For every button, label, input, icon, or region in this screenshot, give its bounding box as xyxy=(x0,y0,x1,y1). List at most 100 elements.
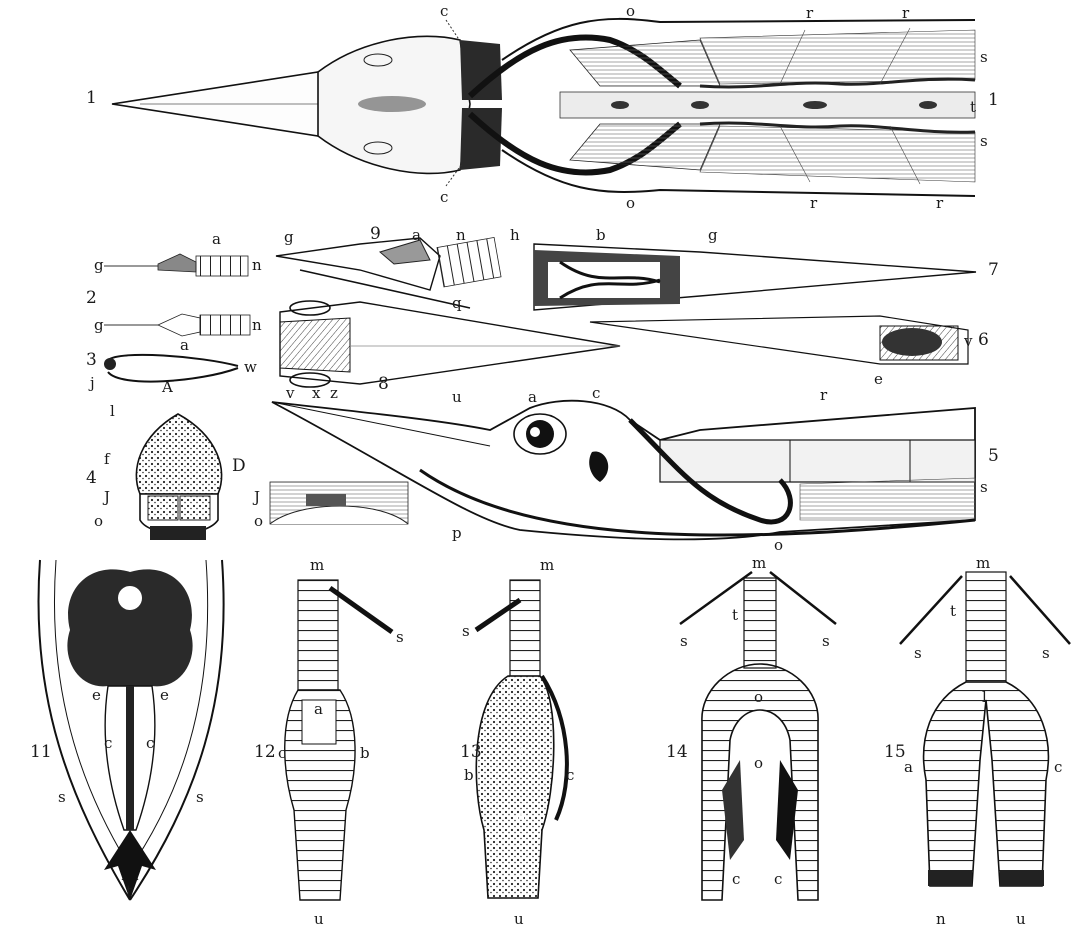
fig8-label-z: z xyxy=(330,386,338,401)
fig15-label-s-left: s xyxy=(914,646,922,661)
figure-11-number: 11 xyxy=(30,744,52,761)
fig7-label-b: b xyxy=(596,228,606,243)
fig8-label-x: x xyxy=(312,386,320,401)
fig2a-label-g: g xyxy=(94,318,104,333)
fig11-label-c-left: c xyxy=(104,736,112,751)
fig15-label-c: c xyxy=(1054,760,1062,775)
fig1-label-c-bottom: c xyxy=(440,190,448,205)
fig13-label-o-2: o xyxy=(516,810,525,825)
figure-4-cross-section xyxy=(136,414,221,540)
figure-6-tongue-barbed xyxy=(590,316,968,364)
figure-8-number: 8 xyxy=(378,376,389,393)
fig1-label-s-top: s xyxy=(980,50,988,65)
fig14-label-o-1: o xyxy=(754,690,763,705)
fig4-label-J-right: J xyxy=(254,490,260,505)
figure-d-detail xyxy=(270,482,408,524)
fig4-label-J-left: J xyxy=(104,490,110,505)
fig11-label-e-left: e xyxy=(92,688,101,703)
fig4-label-o-left: o xyxy=(94,514,103,529)
figure-15-larynx-bronchi xyxy=(900,572,1070,886)
figure-7-number: 7 xyxy=(988,262,999,279)
figure-9-tongue-lateral xyxy=(276,237,501,308)
fig15-label-s-right: s xyxy=(1042,646,1050,661)
figure-1-number-right: 1 xyxy=(988,92,999,109)
fig2-label-g: g xyxy=(94,258,104,273)
fig13-label-c: c xyxy=(566,768,574,783)
figure-5-number: 5 xyxy=(988,448,999,465)
fig4-label-f: f xyxy=(104,452,110,467)
figure-11-tongue-ventral xyxy=(38,560,223,900)
fig2-label-a: a xyxy=(212,232,221,247)
fig5-label-s: s xyxy=(980,480,988,495)
fig15-label-m: m xyxy=(976,556,990,571)
fig5-label-p: p xyxy=(452,526,462,541)
fig9-label-a: a xyxy=(412,228,421,243)
fig9-label-g: g xyxy=(284,230,294,245)
fig14-label-m: m xyxy=(752,556,766,571)
fig12-label-c: c xyxy=(278,746,286,761)
figure-12-larynx xyxy=(285,580,392,900)
figure-1-number: 1 xyxy=(86,90,97,107)
fig12-label-m: m xyxy=(310,558,324,573)
fig2a-label-a: a xyxy=(180,338,189,353)
fig8-label-v: v xyxy=(286,386,294,401)
fig14-label-s-right: s xyxy=(822,634,830,649)
figure-14-number: 14 xyxy=(666,744,688,761)
fig4-label-l: l xyxy=(110,404,115,419)
fig14-label-t: t xyxy=(732,608,738,623)
figure-2a-tongue-small xyxy=(104,314,250,336)
fig9-label-n: n xyxy=(456,228,466,243)
fig2-label-n: n xyxy=(252,258,262,273)
fig13-label-s: s xyxy=(462,624,470,639)
fig14-label-c-left: c xyxy=(732,872,740,887)
fig1-label-s-bottom: s xyxy=(980,134,988,149)
fig14-label-s-left: s xyxy=(680,634,688,649)
figure-3-number: 3 xyxy=(86,352,97,369)
fig1-label-r-1: r xyxy=(806,6,813,21)
fig1-label-r-3: r xyxy=(810,196,817,211)
figure-7-tongue-tip xyxy=(534,244,976,310)
fig5-label-c: c xyxy=(592,386,600,401)
fig1-label-o-bottom: o xyxy=(626,196,635,211)
fig11-label-s-left: s xyxy=(58,790,66,805)
figure-1-head-dorsal xyxy=(112,19,975,196)
figure-13-larynx-side xyxy=(476,580,567,898)
fig2a-label-n: n xyxy=(252,318,262,333)
fig15-label-u: u xyxy=(1016,912,1026,927)
fig13-label-m: m xyxy=(540,558,554,573)
fig13-label-u: u xyxy=(514,912,524,927)
fig5-label-a: a xyxy=(528,390,537,405)
fig6-label-v: v xyxy=(964,334,972,349)
fig15-label-t: t xyxy=(950,604,956,619)
fig12-label-a: a xyxy=(314,702,323,717)
figure-13-number: 13 xyxy=(460,744,482,761)
fig15-label-a: a xyxy=(904,760,913,775)
fig13-label-b: b xyxy=(464,768,474,783)
figure-2-number: 2 xyxy=(86,290,97,307)
fig11-label-t: t xyxy=(126,884,132,899)
fig4-label-o-right: o xyxy=(254,514,263,529)
figure-2-tongue-small xyxy=(104,254,248,276)
fig5-label-o: o xyxy=(774,538,783,553)
fig15-label-n: n xyxy=(936,912,946,927)
fig3-label-w: w xyxy=(244,360,257,375)
fig9-label-h: h xyxy=(510,228,520,243)
fig14-label-o-2: o xyxy=(754,756,763,771)
fig1-label-r-4: r xyxy=(936,196,943,211)
fig1-label-c-top: c xyxy=(440,4,448,19)
figure-6-number: 6 xyxy=(978,332,989,349)
fig5-label-r: r xyxy=(820,388,827,403)
fig1-label-r-2: r xyxy=(902,6,909,21)
fig12-label-b: b xyxy=(360,746,370,761)
figure-4-number: 4 xyxy=(86,470,97,487)
fig15-label-l: l xyxy=(982,690,987,705)
fig7-label-g: g xyxy=(708,228,718,243)
fig11-label-e-right: e xyxy=(160,688,169,703)
fig9-label-q: q xyxy=(452,296,462,311)
fig11-label-s-right: s xyxy=(196,790,204,805)
fig3-label-A: A xyxy=(162,380,173,395)
fig12-label-s: s xyxy=(396,630,404,645)
fig3-label-j: j xyxy=(90,376,95,391)
fig5-label-u: u xyxy=(452,390,462,405)
